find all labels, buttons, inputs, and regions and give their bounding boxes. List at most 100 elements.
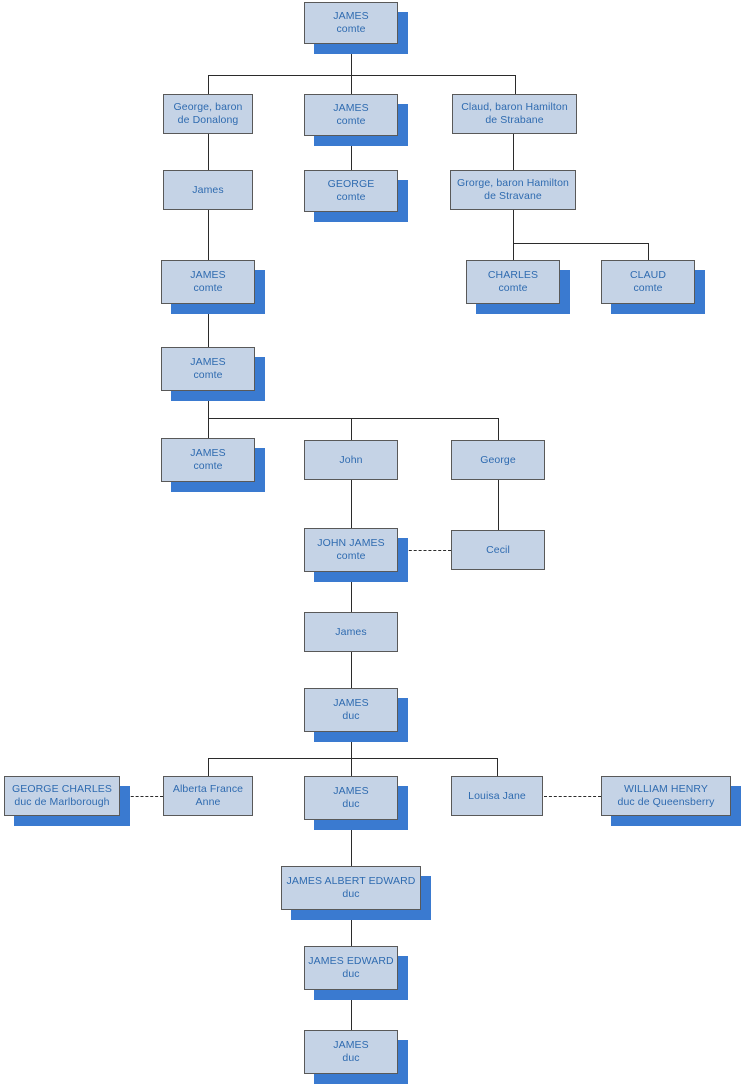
person-name: JAMES <box>333 697 369 709</box>
connector-bar-to-n20 <box>208 758 209 776</box>
connector-n15-to-n17 <box>351 572 352 612</box>
connector-gen5-sibling-bar <box>208 418 498 419</box>
connector-n2-to-n5 <box>208 134 209 170</box>
person-title: duc de Marlborough <box>14 796 110 808</box>
person-name: Louisa Jane <box>468 789 526 802</box>
person-title: comte <box>193 460 223 472</box>
person-node-james[interactable]: James <box>304 612 398 652</box>
person-title: duc <box>342 798 360 810</box>
connector-n3-to-n6 <box>351 136 352 170</box>
person-title: de Stravane <box>484 190 542 202</box>
person-name: JAMES <box>333 1039 369 1051</box>
connector-bar-to-n21 <box>351 758 352 776</box>
person-name: JAMES <box>333 102 369 114</box>
connector-gen8-sibling-bar <box>208 758 497 759</box>
connector-n5-to-n8 <box>208 210 209 260</box>
person-name: JAMES <box>333 10 369 22</box>
person-name: JAMES <box>190 269 226 281</box>
connector-n24-to-n25 <box>351 910 352 946</box>
person-title: duc <box>342 1052 360 1064</box>
marriage-link-louisa-william-henry <box>544 796 601 797</box>
connector-n7-down-to-bar <box>513 210 514 243</box>
person-name: GEORGE CHARLES <box>11 783 112 795</box>
person-name: JAMES <box>190 447 226 459</box>
person-name: WILLIAM HENRY <box>624 783 708 795</box>
connector-n4-to-n7 <box>513 134 514 170</box>
connector-bar-to-n12 <box>208 418 209 438</box>
connector-n13-to-n15 <box>351 480 352 528</box>
person-name: John <box>339 453 363 466</box>
connector-bar-to-n2 <box>208 75 209 94</box>
person-name: George <box>480 453 516 466</box>
person-title: de Strabane <box>485 114 544 126</box>
connector-n21-to-n24 <box>351 820 352 866</box>
person-name: Grorge, baron Hamilton <box>457 177 569 189</box>
connector-bar-to-n9 <box>513 243 514 260</box>
connector-n1-down-to-bar <box>351 44 352 75</box>
person-title: de Donalong <box>177 114 239 126</box>
connector-n17-to-n18 <box>351 652 352 688</box>
connector-gen1-sibling-bar <box>208 75 515 76</box>
person-name: Claud, baron Hamilton <box>461 101 568 113</box>
connector-bar-to-n10 <box>648 243 649 260</box>
person-title: comte <box>193 369 223 381</box>
connector-n18-down-to-bar <box>351 732 352 758</box>
marriage-link-george-charles-alberta <box>121 796 163 797</box>
person-title: comte <box>336 23 366 35</box>
connector-bar-to-n3 <box>351 75 352 94</box>
person-name: JAMES ALBERT EDWARD <box>286 875 416 887</box>
person-name: James <box>192 183 224 196</box>
connector-n11-down-to-bar <box>208 391 209 418</box>
person-title: duc <box>342 888 360 900</box>
person-name: GEORGE <box>327 178 375 190</box>
person-name: Cecil <box>486 543 510 556</box>
person-name: CLAUD <box>629 269 667 281</box>
connector-bar-to-n14 <box>498 418 499 440</box>
connector-bar-to-n22 <box>497 758 498 776</box>
connector-n14-to-n16 <box>498 480 499 530</box>
person-title: comte <box>336 115 366 127</box>
person-name: JOHN JAMES <box>317 537 385 549</box>
connector-n25-to-n26 <box>351 990 352 1030</box>
person-name: James <box>335 625 367 638</box>
person-title: comte <box>336 191 366 203</box>
marriage-link-john-james-cecil <box>399 550 451 551</box>
person-name: JAMES EDWARD <box>308 955 394 967</box>
person-node-louisa-jane[interactable]: Louisa Jane <box>451 776 543 816</box>
person-node-james[interactable]: James <box>163 170 253 210</box>
person-node-george[interactable]: George <box>451 440 545 480</box>
person-name: CHARLES <box>487 269 539 281</box>
connector-bar-to-n13 <box>351 418 352 440</box>
person-title: Anne <box>195 796 221 808</box>
person-node-john[interactable]: John <box>304 440 398 480</box>
person-title: comte <box>193 282 223 294</box>
connector-gen3-sibling-bar <box>513 243 648 244</box>
person-node-cecil[interactable]: Cecil <box>451 530 545 570</box>
person-title: comte <box>498 282 528 294</box>
person-title: duc de Queensberry <box>617 796 715 808</box>
person-name: George, baron <box>173 101 243 113</box>
person-title: duc <box>342 968 360 980</box>
connector-bar-to-n4 <box>515 75 516 94</box>
